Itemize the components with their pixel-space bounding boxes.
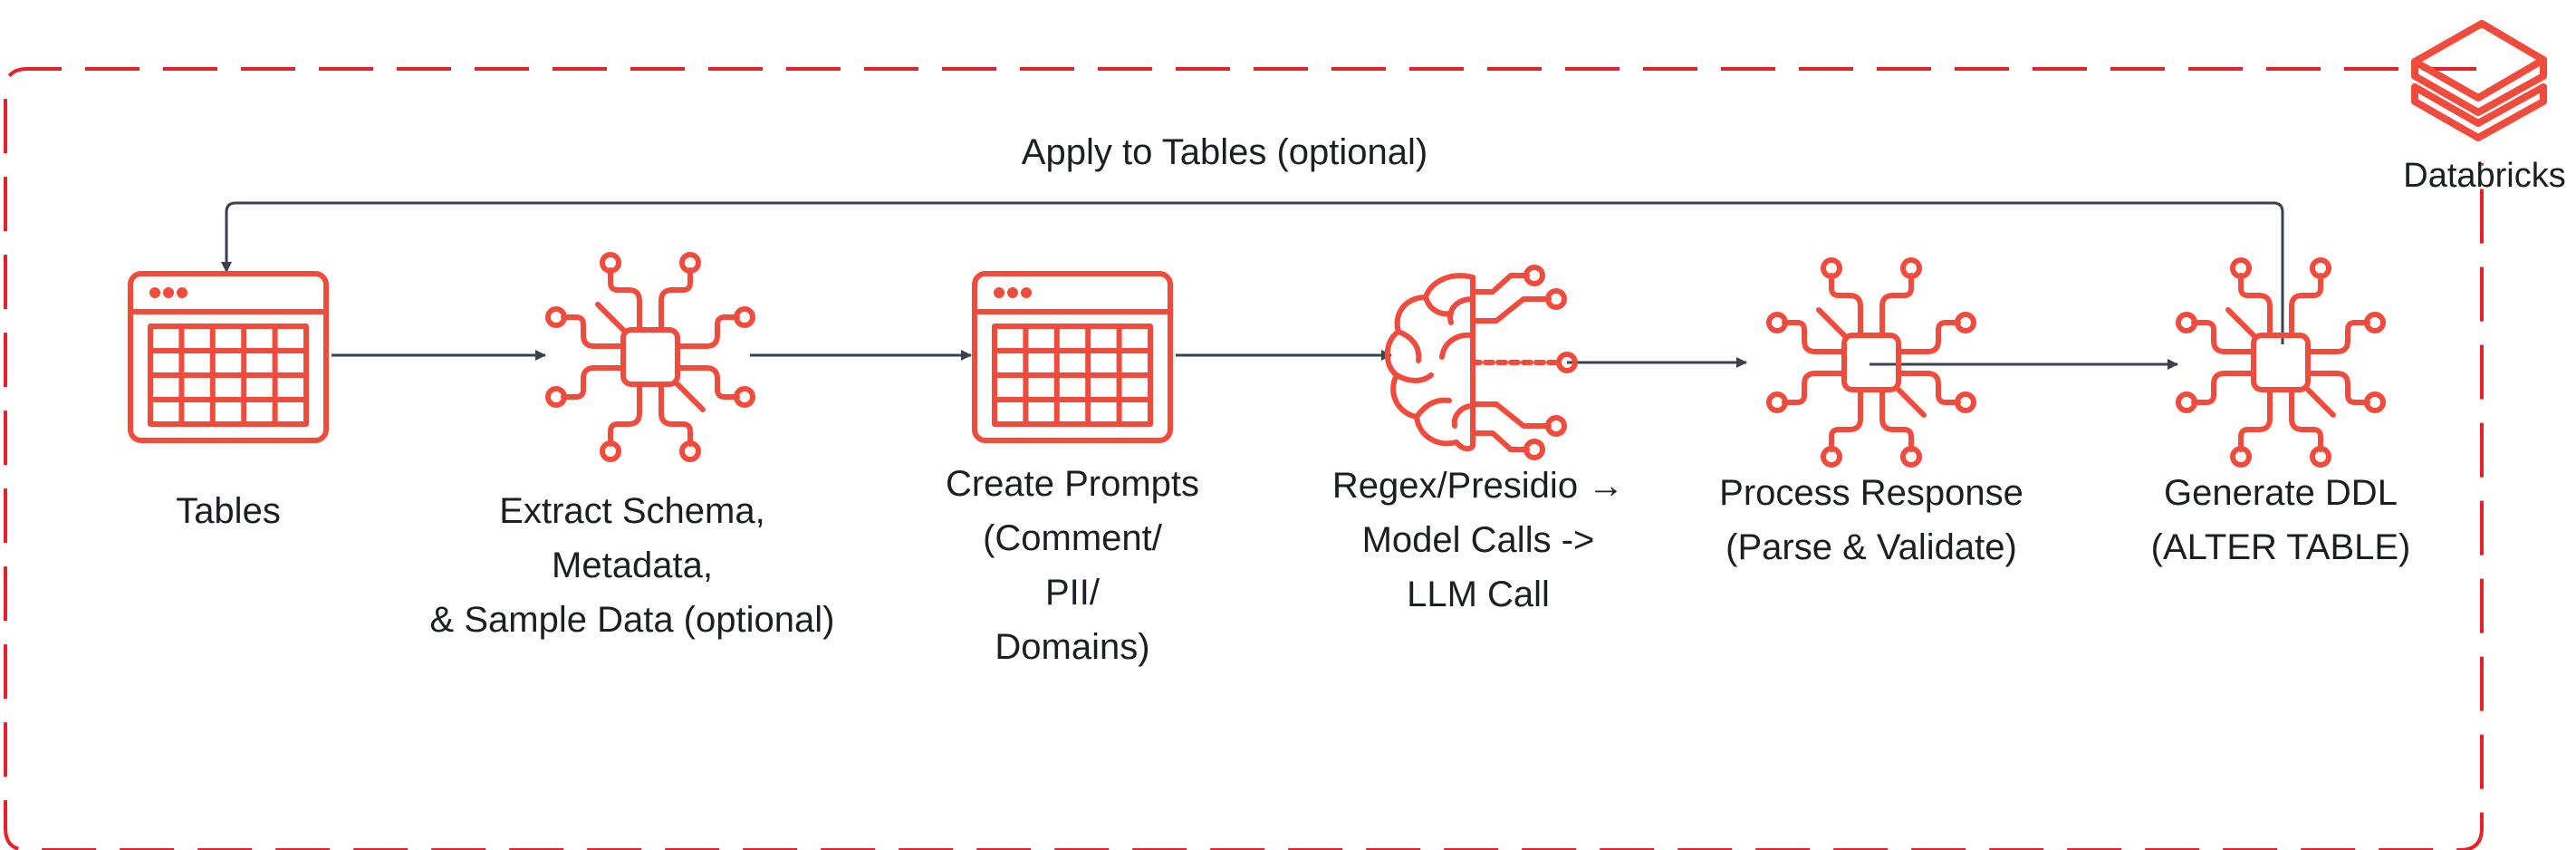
table-icon (975, 274, 1170, 440)
node-label-tables: Tables (176, 484, 281, 538)
node-label-line: (Comment/ (983, 518, 1162, 558)
node-label-line: (ALTER TABLE) (2150, 527, 2411, 567)
node-label-line: Metadata, (552, 546, 713, 585)
node-label-line: Regex/Presidio → (1331, 466, 1625, 506)
node-label-line: Process Response (1719, 473, 2023, 513)
node-label-line: Tables (176, 491, 281, 531)
brand-name: Databricks (2403, 157, 2566, 195)
node-label-line: (Parse & Validate) (1725, 527, 2017, 567)
node-label-ddl: Generate DDL (ALTER TABLE) (2151, 466, 2411, 575)
dashed-boundary (4, 67, 2484, 850)
table-icon (130, 274, 326, 440)
databricks-logo-icon (2411, 20, 2547, 141)
ai-chip-icon (1769, 260, 1974, 465)
node-label-llm: Regex/Presidio → Model Calls -> LLM Call (1332, 459, 1624, 622)
node-label-prompts: Create Prompts (Comment/ PII/ Domains) (946, 457, 1199, 674)
ai-chip-icon (2178, 260, 2383, 465)
ai-chip-icon (548, 255, 753, 459)
loop-back-arrow (221, 201, 2284, 344)
node-label-process: Process Response (Parse & Validate) (1719, 466, 2023, 575)
loop-label: Apply to Tables (optional) (1021, 132, 1428, 172)
node-label-line: Model Calls -> (1361, 520, 1595, 560)
node-label-line: & Sample Data (optional) (429, 600, 835, 640)
node-label-line: Generate DDL (2164, 473, 2398, 513)
node-label-line: PII/ (1044, 573, 1101, 613)
node-label-line: LLM Call (1407, 575, 1550, 614)
node-label-line: Domains) (995, 627, 1150, 667)
node-label-line: Create Prompts (945, 464, 1200, 504)
brain-circuit-icon (1388, 267, 1575, 458)
node-label-extract: Extract Schema, Metadata, & Sample Data … (430, 484, 835, 647)
node-label-line: Extract Schema, (499, 491, 765, 531)
